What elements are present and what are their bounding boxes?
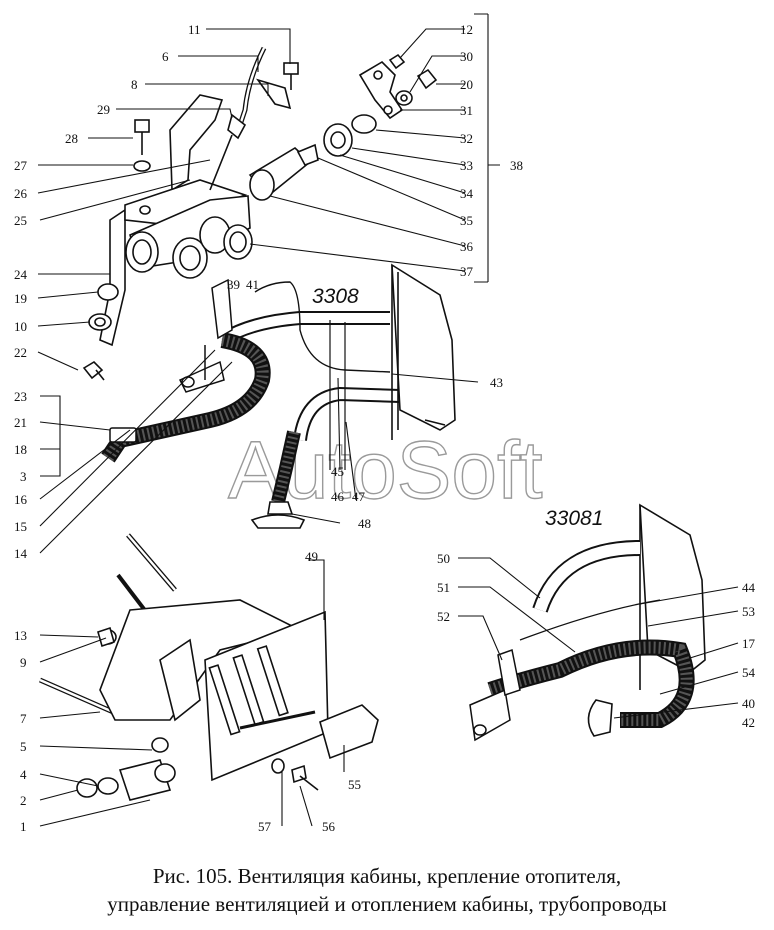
callout-25: 25 — [14, 213, 27, 228]
callout-28: 28 — [65, 131, 78, 146]
nozzle-40 — [587, 699, 613, 737]
callout-4: 4 — [20, 767, 27, 782]
leader-lines — [37, 13, 739, 827]
callout-9: 9 — [20, 655, 27, 670]
callout-29: 29 — [97, 102, 110, 117]
callout-51: 51 — [437, 580, 450, 595]
callout-34: 34 — [460, 186, 474, 201]
callout-11: 11 — [188, 22, 201, 37]
control-mechanism — [38, 533, 379, 801]
callout-18: 18 — [14, 442, 27, 457]
cab-panel-33081 — [639, 503, 706, 690]
heater-bracket-assembly — [82, 46, 299, 381]
callout-37: 37 — [460, 264, 474, 279]
model-label-33081: 33081 — [545, 507, 603, 530]
callout-12: 12 — [460, 22, 473, 37]
callout-47: 47 — [352, 489, 366, 504]
callout-22: 22 — [14, 345, 27, 360]
callout-48: 48 — [358, 516, 371, 531]
callout-8: 8 — [131, 77, 138, 92]
callout-52: 52 — [437, 609, 450, 624]
callout-1: 1 — [20, 819, 27, 834]
callout-21: 21 — [14, 415, 27, 430]
callout-26: 26 — [14, 186, 28, 201]
cab-panel-3308 — [391, 263, 456, 440]
callout-32: 32 — [460, 131, 473, 146]
callout-24: 24 — [14, 267, 28, 282]
valve-mount-33081 — [469, 649, 521, 742]
callout-14: 14 — [14, 546, 28, 561]
model-label-3308: 3308 — [312, 285, 359, 308]
callout-45: 45 — [331, 464, 344, 479]
callout-40: 40 — [742, 696, 755, 711]
callout-2: 2 — [20, 793, 27, 808]
duct-hose-assembly-33081 — [487, 540, 695, 728]
callout-54: 54 — [742, 665, 756, 680]
callout-46: 46 — [331, 489, 345, 504]
callout-31: 31 — [460, 103, 473, 118]
callout-13: 13 — [14, 628, 27, 643]
callout-6: 6 — [162, 49, 169, 64]
callout-10: 10 — [14, 319, 27, 334]
callout-41: 41 — [246, 277, 259, 292]
callout-42: 42 — [742, 715, 755, 730]
callout-27: 27 — [14, 158, 28, 173]
callout-20: 20 — [460, 77, 473, 92]
callout-50: 50 — [437, 551, 450, 566]
figure-caption-line-2: управление вентиляцией и отоплением каби… — [107, 892, 667, 916]
nozzle-48 — [250, 501, 306, 529]
callout-16: 16 — [14, 492, 28, 507]
callout-7: 7 — [20, 711, 27, 726]
callout-49: 49 — [305, 549, 318, 564]
duct-hose-assembly-3308 — [101, 281, 401, 504]
callout-35: 35 — [460, 213, 473, 228]
callout-39: 39 — [227, 277, 240, 292]
callout-55: 55 — [348, 777, 361, 792]
callout-3: 3 — [20, 469, 27, 484]
callout-labels: 11 6 8 29 28 27 26 25 24 19 10 22 23 21 … — [14, 22, 756, 834]
callout-53: 53 — [742, 604, 755, 619]
callout-15: 15 — [14, 519, 27, 534]
callout-36: 36 — [460, 239, 474, 254]
callout-33: 33 — [460, 158, 473, 173]
callout-17: 17 — [742, 636, 756, 651]
callout-43: 43 — [490, 375, 503, 390]
callout-30: 30 — [460, 49, 473, 64]
callout-5: 5 — [20, 739, 27, 754]
callout-44: 44 — [742, 580, 756, 595]
callout-38: 38 — [510, 158, 523, 173]
callout-19: 19 — [14, 291, 27, 306]
callout-23: 23 — [14, 389, 27, 404]
figure-caption-line-1: Рис. 105. Вентиляция кабины, крепление о… — [152, 864, 622, 888]
callout-56: 56 — [322, 819, 336, 834]
callout-57: 57 — [258, 819, 272, 834]
lever-parts-group — [248, 53, 438, 201]
